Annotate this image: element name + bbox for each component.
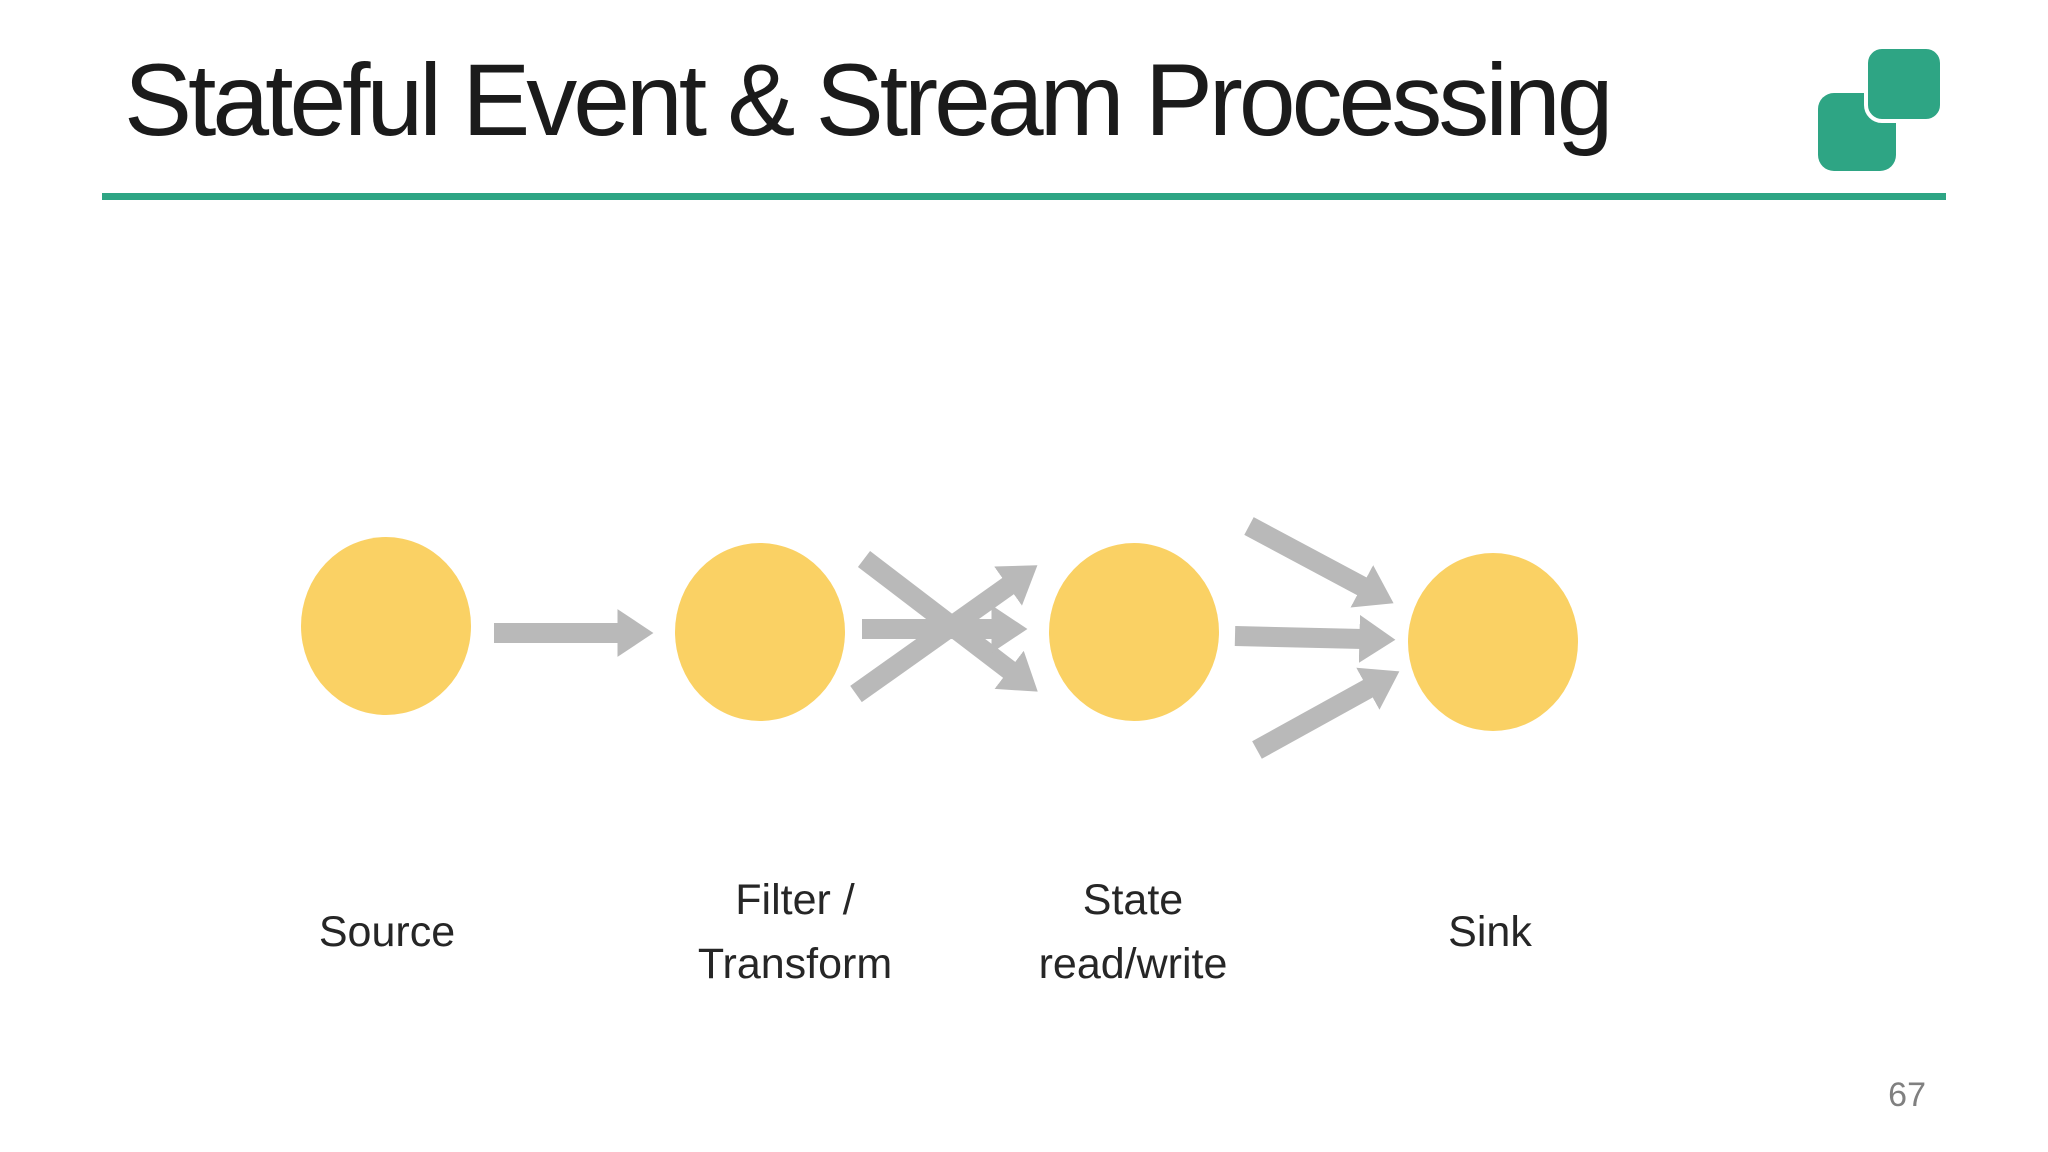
logo-square-front-icon xyxy=(1864,45,1944,123)
arrow-shuffle-down-right xyxy=(857,551,1038,692)
node-source xyxy=(301,537,471,715)
label-source: Source xyxy=(318,908,456,956)
slide-title: Stateful Event & Stream Processing xyxy=(124,43,1613,157)
node-filter-transform xyxy=(675,543,845,721)
arrow-fanin-top xyxy=(1244,517,1394,608)
arrow-fanin-bottom xyxy=(1252,667,1400,759)
arrow-fanin-middle xyxy=(1234,614,1396,663)
overlapping-rounded-squares-icon xyxy=(1818,45,1946,173)
title-underline xyxy=(102,193,1946,200)
page-number: 67 xyxy=(1888,1076,1926,1114)
label-state-read-write: State read/write xyxy=(1038,876,1228,988)
node-state-read-write xyxy=(1049,543,1219,721)
label-filter-transform: Filter / Transform xyxy=(697,876,893,988)
label-sink: Sink xyxy=(1448,908,1532,956)
node-sink xyxy=(1408,553,1578,731)
